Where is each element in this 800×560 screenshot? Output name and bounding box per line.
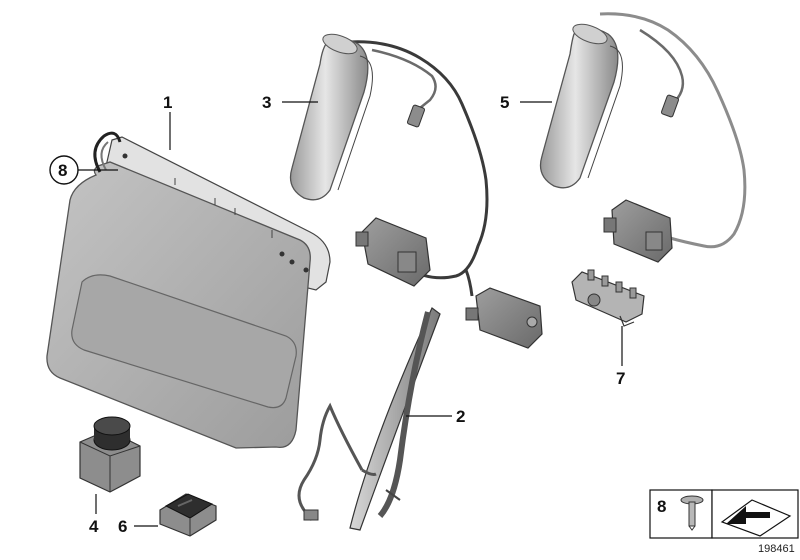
airbag-module-left-icon xyxy=(289,33,543,349)
callout-4-label: 4 xyxy=(89,517,99,536)
seat-back-panel-icon xyxy=(46,131,331,449)
callout-7: 7 xyxy=(616,326,625,388)
legend-part-number: 8 xyxy=(657,497,666,516)
sheet-arrow-icon xyxy=(720,499,792,537)
callout-1-label: 1 xyxy=(163,93,172,112)
callout-8: 8 xyxy=(49,155,118,185)
callout-3-label: 3 xyxy=(262,93,271,112)
connector-block-c xyxy=(603,199,673,263)
callout-8-label: 8 xyxy=(58,161,67,180)
callout-3: 3 xyxy=(262,93,318,112)
connector-block-a xyxy=(355,217,431,287)
seat-frame-wire-icon xyxy=(297,307,441,531)
callout-4: 4 xyxy=(89,494,99,536)
diagram-id: 198461 xyxy=(758,543,795,555)
callout-6-label: 6 xyxy=(118,517,127,536)
cable-clip-icon xyxy=(571,269,645,327)
legend-box: 8 xyxy=(649,489,799,539)
connector-block-b xyxy=(465,287,543,349)
callout-7-label: 7 xyxy=(616,369,625,388)
callout-1: 1 xyxy=(163,93,172,150)
callout-2: 2 xyxy=(406,407,465,426)
airbag-module-right-icon xyxy=(539,12,747,263)
callout-5-label: 5 xyxy=(500,93,509,112)
callout-6: 6 xyxy=(118,517,158,536)
callout-5: 5 xyxy=(500,93,552,112)
rocker-switch-icon xyxy=(159,493,217,537)
callout-2-label: 2 xyxy=(456,407,465,426)
switch-knob-icon xyxy=(79,416,141,493)
push-rivet-icon xyxy=(680,495,704,531)
